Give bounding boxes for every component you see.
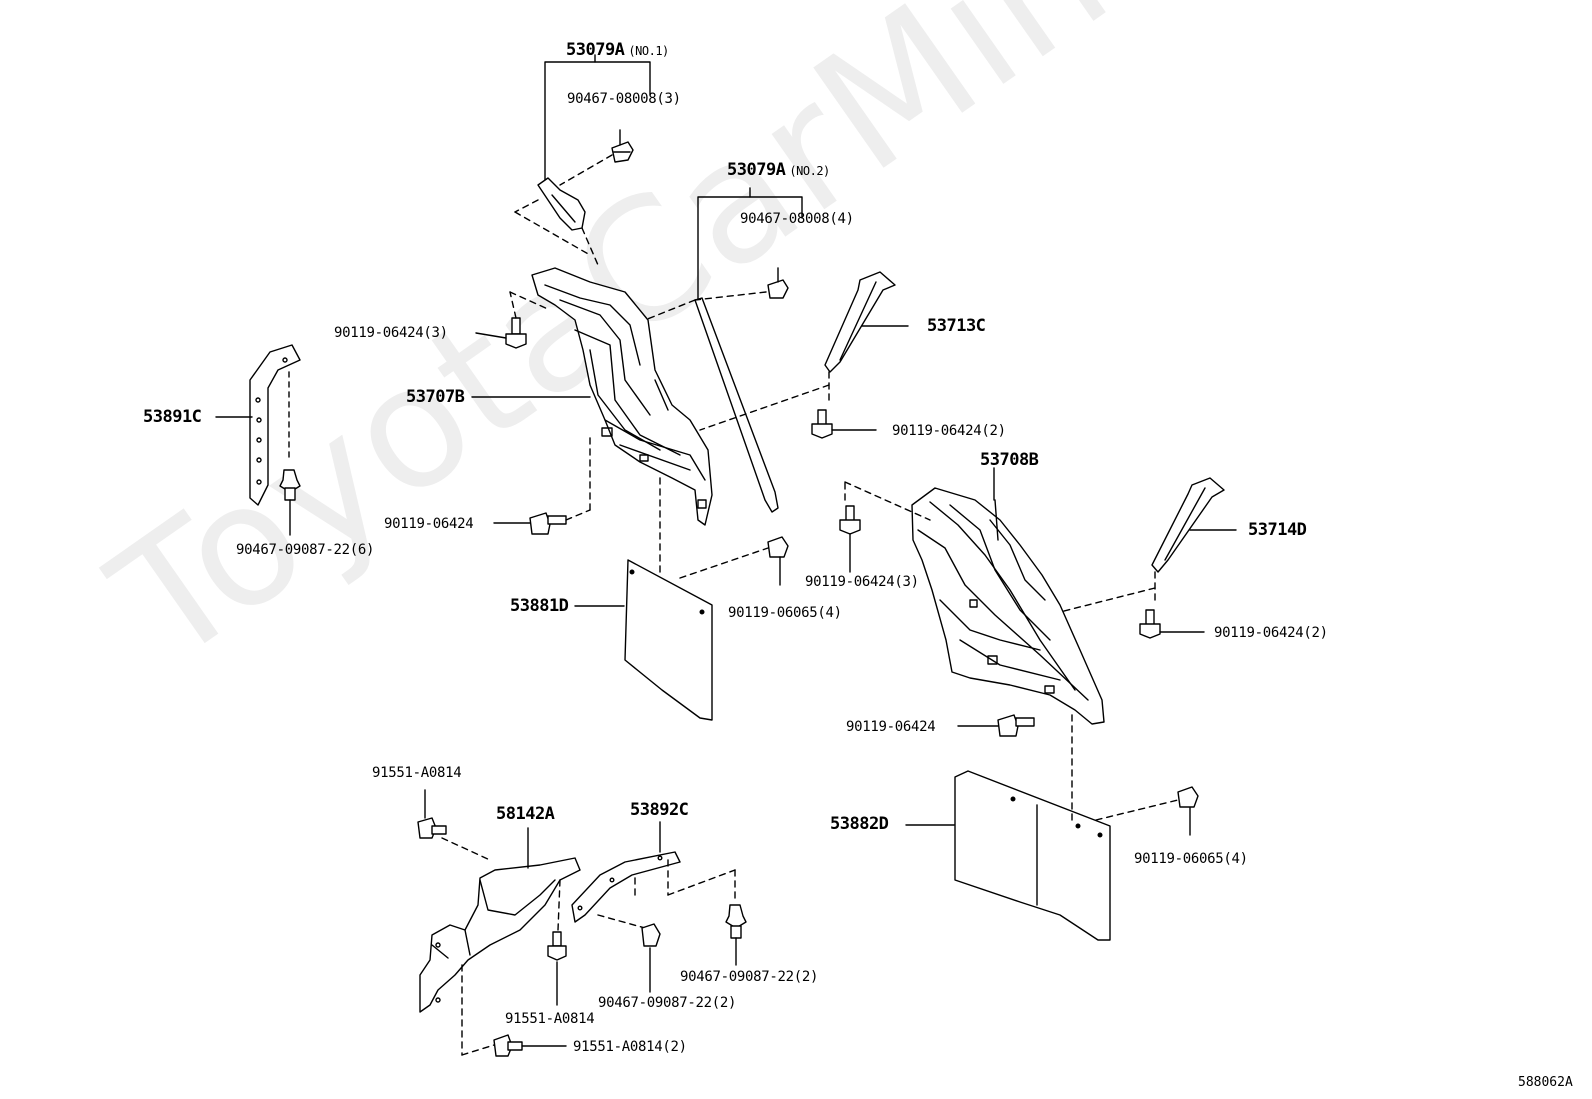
label-91551-A0814-upper: 91551-A0814: [372, 765, 462, 781]
dashed-bolt-front: [566, 435, 590, 520]
note-no1: (NO.1): [628, 44, 669, 58]
label-90467-09087-22-2-right: 90467-09087-22(2): [680, 969, 819, 985]
part-53892C-strip: [572, 852, 680, 922]
dashed-lines-53079A-no2: [645, 292, 766, 320]
label-53079A-no2: 53079A(NO.2): [727, 162, 830, 179]
label-90119-06424-rear: 90119-06424: [846, 719, 936, 735]
dashed-53892C: [598, 860, 735, 928]
dashed-bolt-3: [510, 292, 550, 318]
part-53079A-no1-bracket: [538, 178, 585, 230]
label-53881D: 53881D: [510, 596, 569, 616]
label-58142A: 58142A: [496, 804, 555, 824]
part-53714D-strip: [1152, 478, 1224, 572]
part-53079A-no2-strip: [695, 298, 778, 512]
leader-90119-06424-3: [476, 333, 506, 338]
part-58142A-bracket: [420, 858, 580, 1012]
clip-90467-09087-22-2-right: [726, 905, 746, 938]
label-53882D: 53882D: [830, 814, 889, 834]
clip-90467-08008-no1: [612, 130, 633, 162]
dashed-53881D: [660, 478, 768, 578]
bolt-90119-06424-3-right: [840, 506, 860, 534]
part-number-53079A-no2: 53079A: [727, 160, 786, 180]
label-91551-A0814-mid: 91551-A0814: [505, 1011, 595, 1027]
dashed-53882D: [1072, 715, 1178, 822]
bolt-91551-A0814-lower: [494, 1035, 522, 1056]
label-53892C: 53892C: [630, 800, 689, 820]
bolt-90119-06424-2-right: [1140, 610, 1160, 638]
dashed-53708B: [845, 482, 930, 520]
part-53708B-liner: [912, 488, 1104, 724]
label-53708B: 53708B: [980, 450, 1039, 470]
clip-90467-09087-22-6: [280, 470, 300, 500]
label-90119-06424-3-right: 90119-06424(3): [805, 574, 919, 590]
diagram-code: 588062A: [1518, 1075, 1573, 1090]
bolt-91551-A0814-mid: [548, 932, 566, 960]
clip-90467-08008-no2: [768, 268, 788, 298]
label-91551-A0814-2: 91551-A0814(2): [573, 1039, 687, 1055]
part-53891C-bracket: [250, 345, 300, 505]
label-90119-06424-3: 90119-06424(3): [334, 325, 448, 341]
label-90119-06424-front: 90119-06424: [384, 516, 474, 532]
part-53713C-strip: [825, 272, 895, 372]
label-90119-06065-4-right: 90119-06065(4): [1134, 851, 1248, 867]
part-53882D-mudflap: [955, 771, 1110, 940]
label-53713C: 53713C: [927, 316, 986, 336]
label-53891C: 53891C: [143, 407, 202, 427]
label-90119-06065-4-left: 90119-06065(4): [728, 605, 842, 621]
dashed-lines-53079A-no1: [515, 155, 612, 265]
dashed-lines-53713C: [700, 372, 829, 430]
dashed-53714D: [1060, 572, 1155, 612]
label-53714D: 53714D: [1248, 520, 1307, 540]
bolt-90119-06424-rear: [998, 715, 1034, 736]
note-no2: (NO.2): [789, 164, 830, 178]
part-53881D-mudflap: [625, 560, 712, 720]
label-90467-08008-3: 90467-08008(3): [567, 91, 681, 107]
leader-53079A-no1: [545, 55, 650, 185]
bolt-91551-A0814-upper: [418, 818, 446, 838]
leader-53079A-no2: [698, 188, 802, 300]
dashed-58142A: [442, 838, 560, 1055]
label-90119-06424-2-right: 90119-06424(2): [1214, 625, 1328, 641]
clip-90467-09087-22-2-mid: [642, 924, 660, 946]
part-53707B-liner: [532, 268, 712, 525]
bolt-90119-06424-2-upper: [812, 410, 832, 438]
label-90467-09087-22-6: 90467-09087-22(6): [236, 542, 375, 558]
bolt-90119-06065-4-right: [1178, 787, 1198, 835]
label-53079A-no1: 53079A(NO.1): [566, 42, 669, 59]
label-90467-09087-22-2-mid: 90467-09087-22(2): [598, 995, 737, 1011]
label-90119-06424-2-upper: 90119-06424(2): [892, 423, 1006, 439]
label-53707B: 53707B: [406, 387, 465, 407]
part-number-53079A-no1: 53079A: [566, 40, 625, 60]
bolt-90119-06424-3-left: [506, 318, 526, 348]
label-90467-08008-4: 90467-08008(4): [740, 211, 854, 227]
bolt-90119-06424-front: [530, 513, 566, 534]
bolt-90119-06065-4-left: [768, 537, 788, 585]
